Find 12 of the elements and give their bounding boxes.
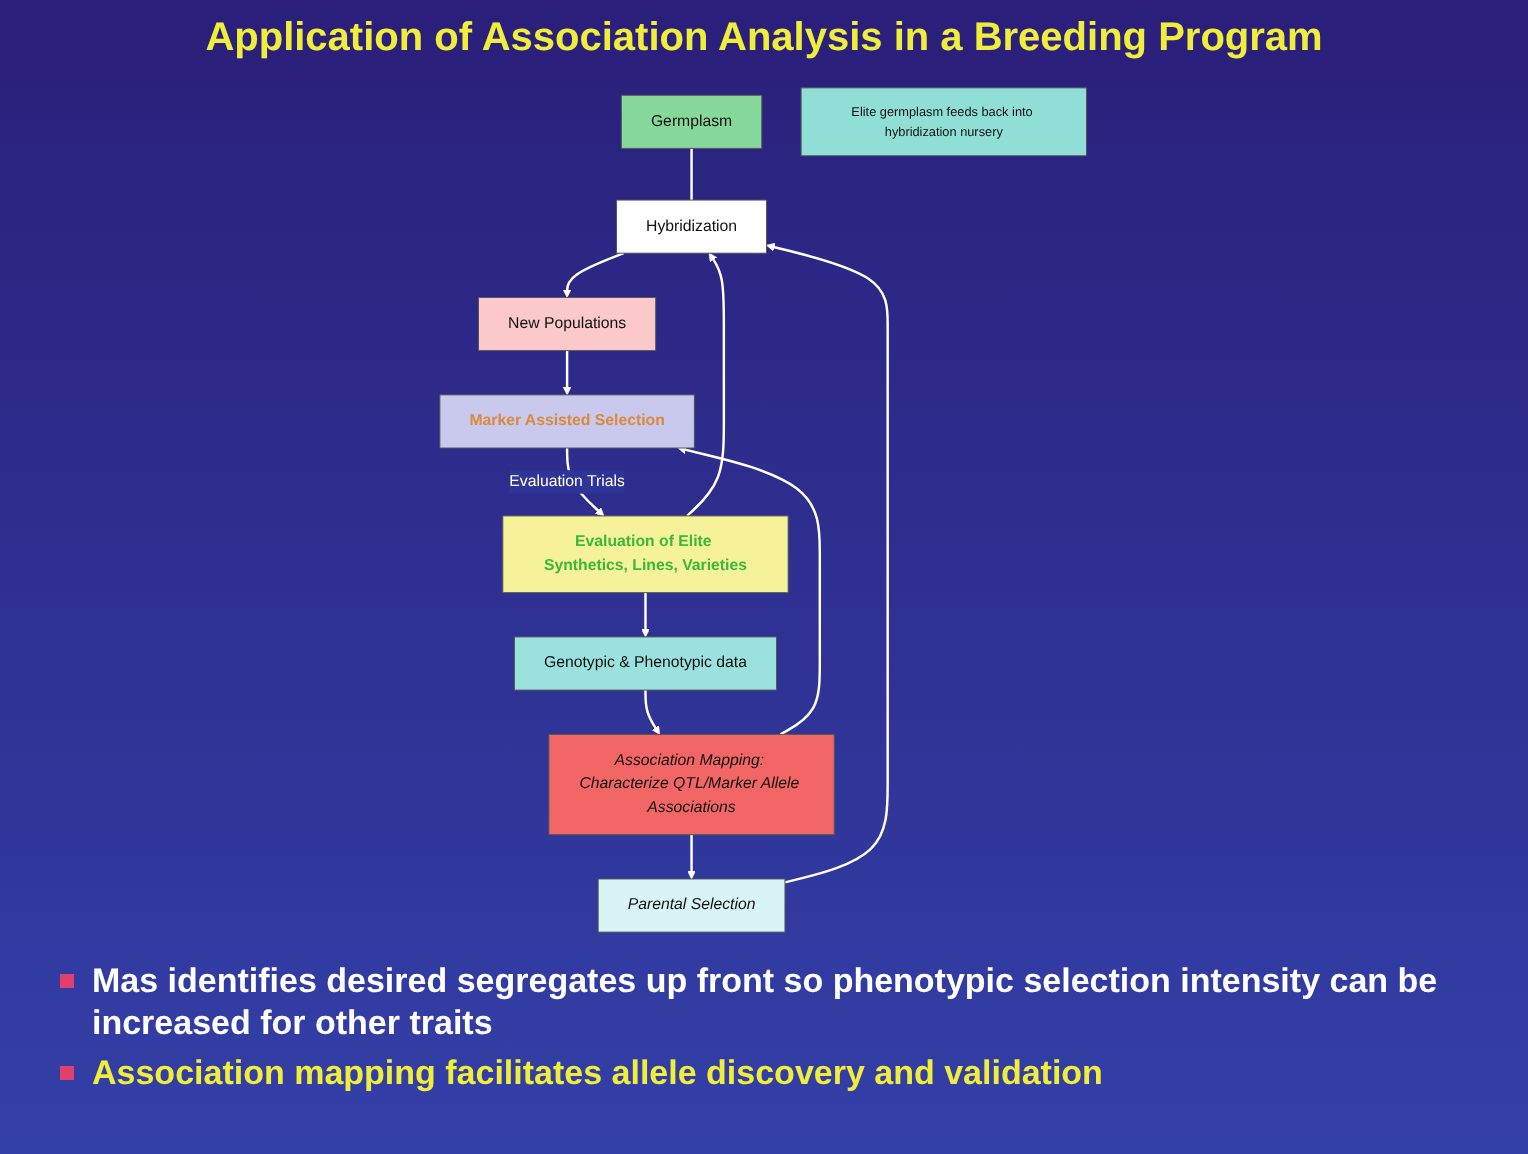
arrow: [563, 252, 625, 298]
arrow: [645, 690, 661, 735]
arrow: [563, 350, 573, 396]
connector: [691, 148, 694, 201]
arrow: [678, 445, 822, 736]
arrow: [767, 242, 890, 884]
arrow: [688, 834, 697, 880]
arrow: [641, 592, 651, 638]
arrow: [687, 252, 726, 517]
bullet-note: Association mapping facilitates allele discovery and validation: [60, 1052, 1508, 1094]
diagram-title: Application of Association Analysis in a Breeding Program: [203, 16, 1325, 62]
bullet-note: Mas identifies desired segregates up front so phenotypic selection intensity can be increased for other traits: [60, 960, 1508, 1044]
